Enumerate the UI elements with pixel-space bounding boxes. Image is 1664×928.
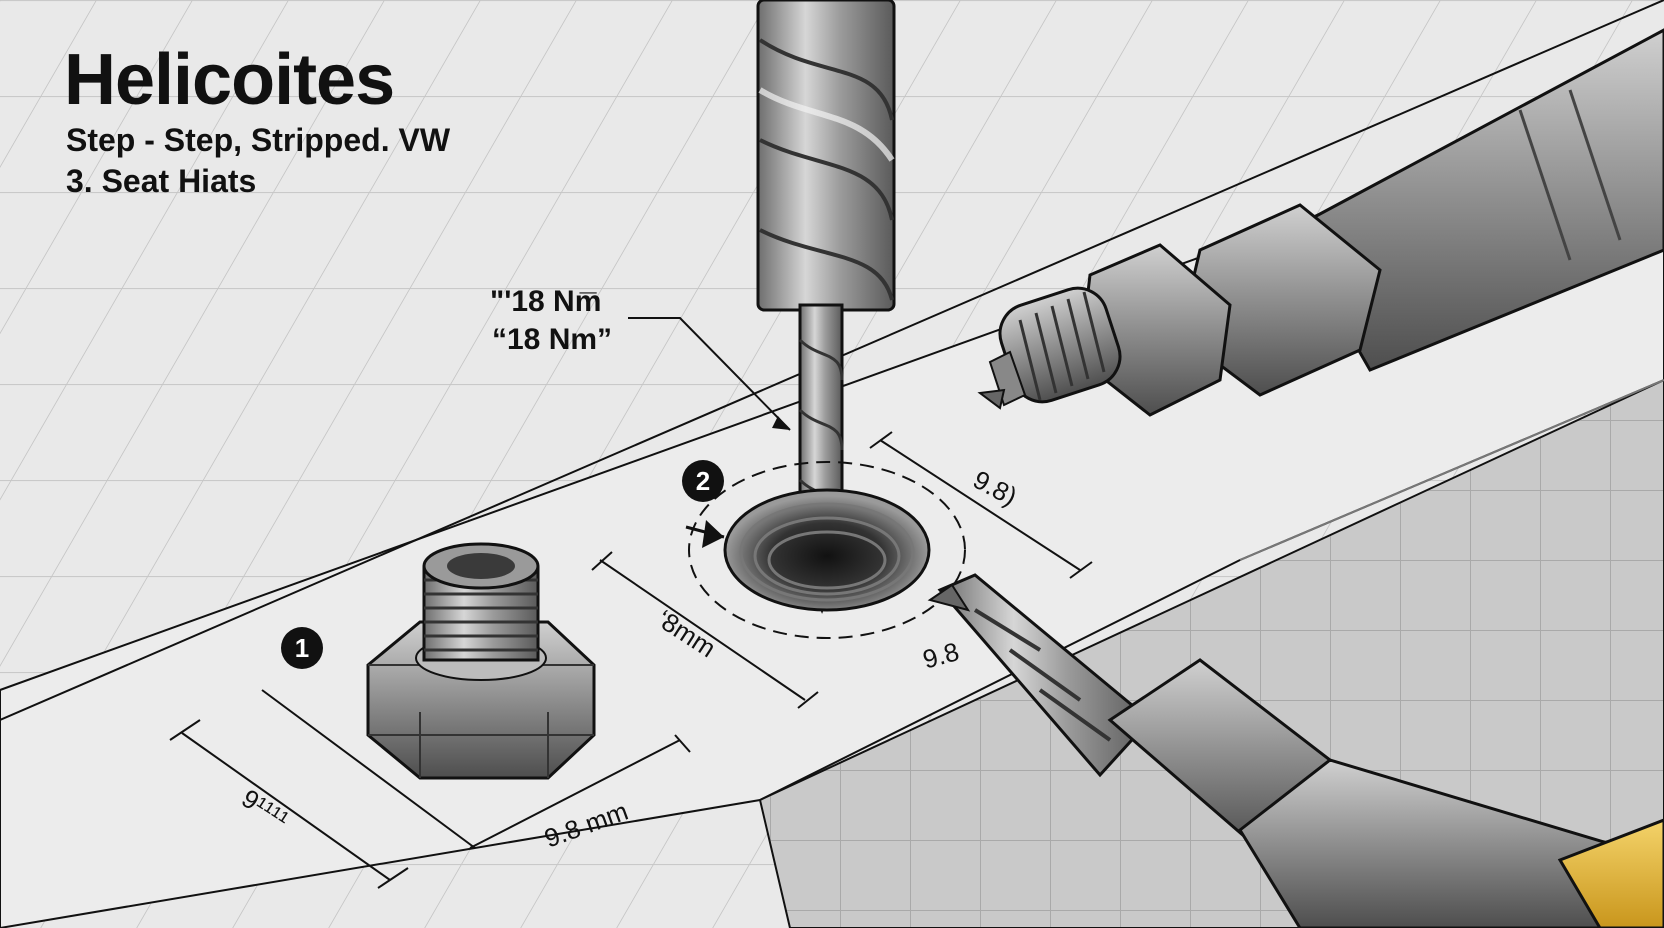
- callout-lines: [628, 317, 791, 431]
- stripped-hole: [685, 461, 966, 639]
- step-2-badge: 2: [682, 460, 724, 502]
- page-title: Helicoites: [64, 40, 395, 120]
- svg-text:2: 2: [696, 466, 710, 496]
- subtitle-line-1: Step - Step, Stripped. VW: [66, 122, 451, 158]
- hole-dimension-lines: [591, 431, 1093, 709]
- svg-text:1: 1: [295, 633, 309, 663]
- surface-front-edge: [1239, 379, 1664, 561]
- thread-insert: [366, 542, 596, 780]
- subtitle-line-2: 3. Seat Hiats: [66, 163, 257, 199]
- tap-tool: [977, 28, 1664, 417]
- torque-label-1: "'18 Nm̅: [490, 285, 601, 318]
- step-1-badge: 1: [281, 627, 323, 669]
- angled-drill-bit: [927, 573, 1664, 928]
- insert-dimension-lines: [169, 689, 691, 889]
- torque-label-2: “18 Nm”: [492, 323, 612, 356]
